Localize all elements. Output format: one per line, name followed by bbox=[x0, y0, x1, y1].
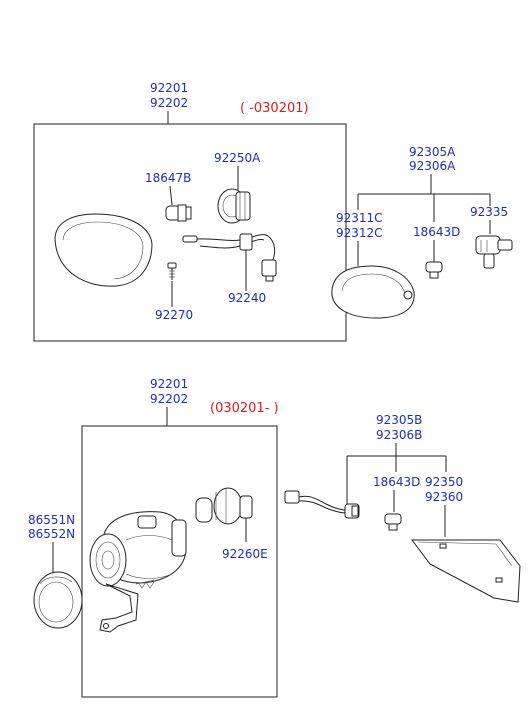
bottom-fog-lamp-group: 92201 92202 (030201- ) bbox=[81, 377, 279, 698]
side-lamp-lens-top bbox=[331, 265, 415, 319]
top-side-assembly-label-2[interactable]: 92306A bbox=[409, 159, 456, 173]
label-92335[interactable]: 92335 bbox=[470, 205, 508, 219]
bottom-assembly-label-2[interactable]: 92202 bbox=[150, 392, 188, 406]
label-92250a[interactable]: 92250A bbox=[214, 151, 261, 165]
leader-18647b bbox=[169, 185, 173, 206]
top-group-frame bbox=[33, 123, 347, 342]
bezel-cover: 86551N 86552N bbox=[28, 513, 83, 629]
projector-fog-lamp bbox=[89, 511, 187, 633]
wedge-bulb-bottom bbox=[384, 513, 402, 531]
fog-bulb-92260e bbox=[195, 487, 253, 525]
bottom-side-assembly-label-2[interactable]: 92306B bbox=[376, 428, 422, 442]
label-92350[interactable]: 92350 bbox=[425, 475, 463, 489]
socket-92250a bbox=[217, 188, 251, 224]
label-92260e[interactable]: 92260E bbox=[222, 547, 268, 561]
label-92311c[interactable]: 92311C bbox=[336, 211, 383, 225]
top-assembly-label-1[interactable]: 92201 bbox=[150, 81, 188, 95]
socket-92335 bbox=[475, 235, 513, 269]
side-marker-lamp-bottom bbox=[411, 539, 521, 603]
fog-lamp-lens bbox=[54, 213, 153, 287]
label-18643d-bottom[interactable]: 18643D bbox=[373, 475, 420, 489]
label-92360[interactable]: 92360 bbox=[425, 490, 463, 504]
bottom-group-frame bbox=[81, 425, 278, 698]
screw-92270 bbox=[167, 262, 177, 280]
bottom-date-range: (030201- ) bbox=[210, 401, 279, 416]
top-date-range: ( -030201) bbox=[240, 101, 309, 116]
top-side-repeater-group: 92305A 92306A 92311C 92312C 18643D 92335 bbox=[331, 145, 513, 319]
top-assembly-label-2[interactable]: 92202 bbox=[150, 96, 188, 110]
label-18643d-top[interactable]: 18643D bbox=[413, 225, 460, 239]
label-92270[interactable]: 92270 bbox=[155, 308, 193, 322]
label-86551n[interactable]: 86551N bbox=[28, 513, 75, 527]
bottom-side-repeater-group: 92305B 92306B 18643D 92350 92360 bbox=[284, 413, 521, 603]
bottom-side-assembly-label-1[interactable]: 92305B bbox=[376, 413, 422, 427]
label-92312c[interactable]: 92312C bbox=[336, 226, 383, 240]
label-18647b[interactable]: 18647B bbox=[145, 171, 191, 185]
bottom-assembly-label-1[interactable]: 92201 bbox=[150, 377, 188, 391]
fog-bulb-18647b bbox=[165, 204, 192, 222]
top-fog-lamp-group: 92201 92202 ( -030201) 18647B 92250A bbox=[33, 81, 347, 342]
socket-pigtail bbox=[284, 490, 360, 519]
top-side-assembly-label-1[interactable]: 92305A bbox=[409, 145, 456, 159]
harness-92240 bbox=[182, 233, 277, 282]
label-86552n[interactable]: 86552N bbox=[28, 527, 75, 541]
label-92240[interactable]: 92240 bbox=[228, 291, 266, 305]
wedge-bulb-top bbox=[425, 261, 443, 279]
